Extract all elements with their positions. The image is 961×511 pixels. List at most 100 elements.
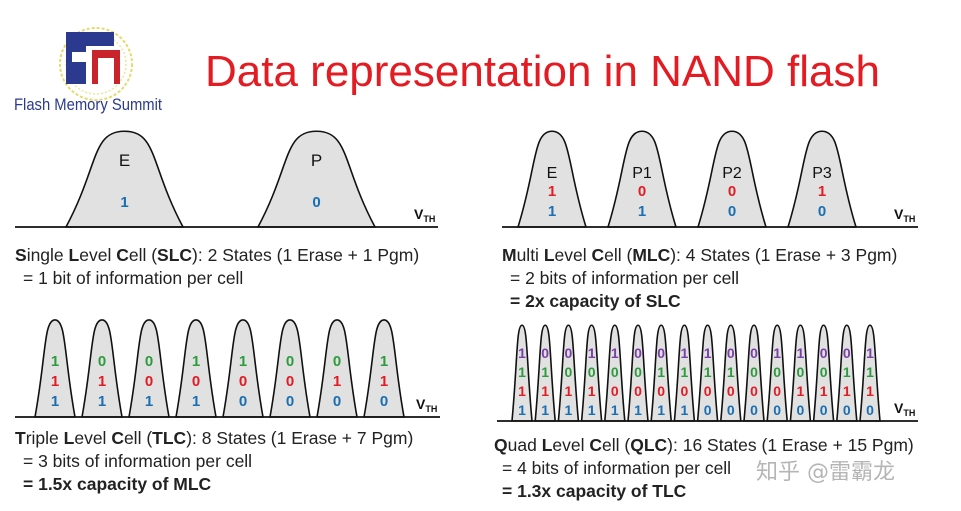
mlc-caption-line3: = 2x capacity of SLC — [510, 291, 681, 311]
qlc-state-bit: 1 — [704, 345, 712, 361]
tlc-state-curve — [128, 319, 170, 418]
tlc-state-bit: 1 — [145, 393, 153, 410]
mlc-state-bit: 1 — [818, 183, 826, 200]
mlc-state-bit: 0 — [728, 183, 736, 200]
qlc-state-bit: 1 — [843, 364, 851, 380]
tlc-state-bit: 1 — [98, 373, 106, 390]
mlc-state-curve — [606, 130, 678, 228]
caption-initial: C — [111, 428, 124, 448]
qlc-state-bit: 1 — [657, 402, 665, 418]
tlc-state-bit: 0 — [145, 373, 153, 390]
qlc-state-bit: 1 — [681, 364, 689, 380]
mlc-vth-axis-label: VTH — [894, 206, 915, 224]
mlc-state-label: E — [547, 165, 558, 182]
tlc-state-bit: 0 — [286, 393, 294, 410]
slc-state-label: P — [311, 151, 322, 170]
qlc-state-bit: 0 — [611, 383, 619, 399]
qlc-state-bit: 1 — [518, 345, 526, 361]
tlc-state-bit: 0 — [98, 353, 106, 370]
caption-text: evel — [74, 428, 112, 448]
qlc-state-bit: 0 — [750, 383, 758, 399]
caption-abbr: TLC — [152, 428, 187, 448]
tlc-state-bit: 1 — [51, 393, 59, 410]
slc-caption-line1: Single Level Cell (SLC): 2 States (1 Era… — [15, 244, 419, 267]
qlc-state-bit: 0 — [797, 364, 805, 380]
caption-initial: C — [589, 435, 602, 455]
qlc-state-bit: 1 — [866, 383, 874, 399]
tlc-state-curve — [316, 319, 358, 418]
qlc-state-bit: 0 — [750, 402, 758, 418]
mlc-state-curve — [696, 130, 768, 228]
qlc-state-bit: 1 — [588, 383, 596, 399]
qlc-state-bit: 0 — [727, 402, 735, 418]
tlc-state-bit: 1 — [380, 353, 388, 370]
qlc-state-bit: 0 — [866, 402, 874, 418]
caption-text: ulti — [516, 245, 544, 265]
qlc-state-curve — [650, 324, 673, 422]
mlc-state-bit: 0 — [818, 203, 826, 220]
tlc-caption: Triple Level Cell (TLC): 8 States (1 Era… — [15, 427, 413, 496]
qlc-state-curve — [534, 324, 557, 422]
qlc-state-bit: 1 — [773, 345, 781, 361]
qlc-state-bit: 1 — [565, 402, 573, 418]
mlc-caption: Multi Level Cell (MLC): 4 States (1 Eras… — [502, 244, 897, 313]
tlc-state-curve — [175, 319, 217, 418]
qlc-state-bit: 0 — [820, 364, 828, 380]
tlc-state-bit: 0 — [286, 353, 294, 370]
slc-state-curve — [64, 130, 185, 228]
qlc-state-curve — [743, 324, 765, 422]
qlc-state-curve — [627, 324, 649, 422]
tlc-state-curve — [269, 319, 311, 418]
tlc-caption-line3: = 1.5x capacity of MLC — [23, 474, 212, 494]
caption-initial: M — [502, 245, 517, 265]
caption-initial: L — [541, 435, 553, 455]
tlc-caption-line2: = 3 bits of information per cell — [23, 451, 253, 471]
caption-text: ell ( — [604, 245, 633, 265]
qlc-caption-line1: Quad Level Cell (QLC): 16 States (1 Eras… — [494, 434, 914, 457]
mlc-caption-line2: = 2 bits of information per cell — [510, 268, 740, 288]
caption-text: evel — [79, 245, 117, 265]
qlc-state-bit: 0 — [773, 402, 781, 418]
tlc-state-bit: 0 — [192, 373, 200, 390]
tlc-state-bit: 1 — [333, 373, 341, 390]
slc-caption: Single Level Cell (SLC): 2 States (1 Era… — [15, 244, 419, 290]
qlc-state-bit: 0 — [820, 345, 828, 361]
mlc-caption-line1: Multi Level Cell (MLC): 4 States (1 Eras… — [502, 244, 897, 267]
tlc-state-bit: 0 — [333, 393, 341, 410]
qlc-state-curve — [719, 324, 742, 422]
qlc-state-bit: 1 — [518, 364, 526, 380]
qlc-state-curve — [859, 324, 881, 422]
slc-state-curve — [256, 130, 377, 228]
qlc-state-bit: 1 — [797, 345, 805, 361]
qlc-state-bit: 1 — [518, 383, 526, 399]
qlc-state-bit: 0 — [657, 383, 665, 399]
caption-initial: L — [63, 428, 75, 448]
qlc-state-bit: 1 — [866, 345, 874, 361]
mlc-state-label: P1 — [632, 165, 652, 182]
tlc-state-bit: 0 — [239, 373, 247, 390]
qlc-state-bit: 1 — [797, 383, 805, 399]
qlc-state-bit: 0 — [750, 364, 758, 380]
tlc-caption-line1: Triple Level Cell (TLC): 8 States (1 Era… — [15, 427, 413, 450]
caption-initial: C — [591, 245, 605, 265]
qlc-state-bit: 1 — [541, 364, 549, 380]
qlc-state-curve — [557, 324, 580, 422]
qlc-state-bit: 1 — [634, 402, 642, 418]
qlc-state-bit: 0 — [727, 383, 735, 399]
qlc-state-curve — [511, 324, 533, 422]
caption-text: evel — [554, 245, 592, 265]
tlc-state-curve — [363, 319, 405, 418]
qlc-state-bit: 0 — [634, 345, 642, 361]
tlc-state-bit: 0 — [333, 353, 341, 370]
qlc-caption-line2: = 4 bits of information per cell — [502, 458, 732, 478]
slc-caption-line2: = 1 bit of information per cell — [23, 268, 244, 288]
tlc-state-bit: 0 — [145, 353, 153, 370]
qlc-state-bit: 0 — [634, 383, 642, 399]
qlc-state-bit: 0 — [727, 345, 735, 361]
qlc-state-bit: 1 — [588, 402, 596, 418]
qlc-state-bit: 1 — [565, 383, 573, 399]
caption-initial: T — [15, 428, 26, 448]
qlc-state-curve — [580, 324, 603, 422]
caption-text: ell ( — [123, 428, 153, 448]
qlc-state-bit: 0 — [820, 402, 828, 418]
